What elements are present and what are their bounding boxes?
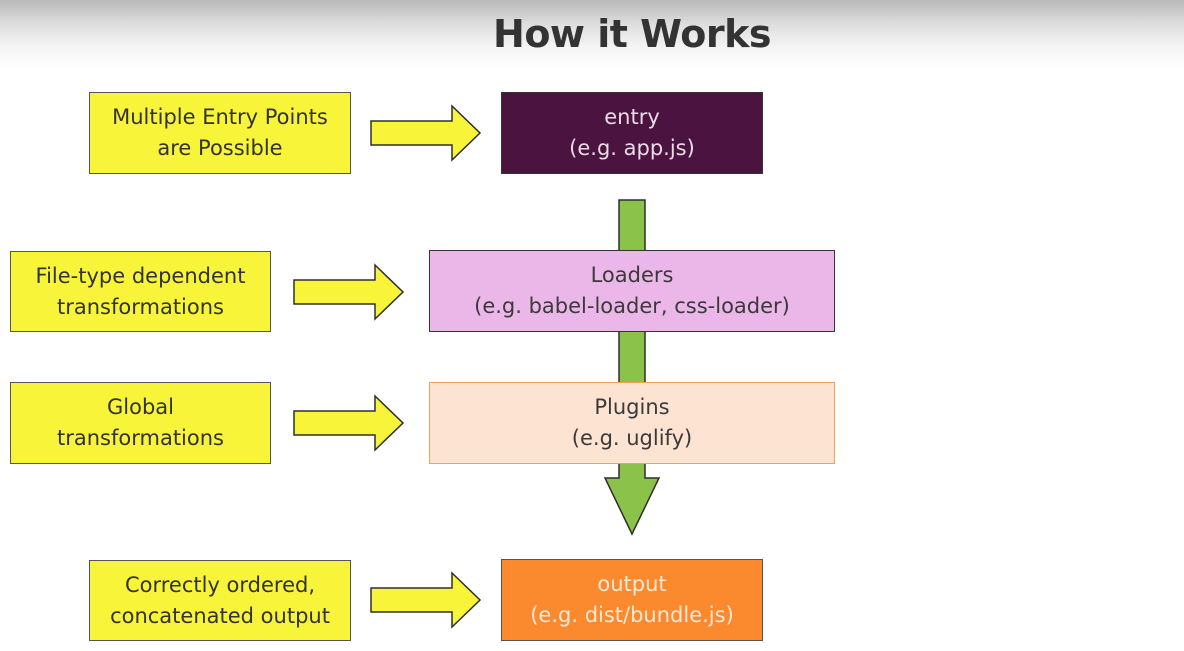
note-output: Correctly ordered, concatenated output (89, 560, 351, 641)
stage-plugins: Plugins (e.g. uglify) (429, 382, 835, 464)
arrow-right-icon (293, 263, 405, 321)
note-entry-points-line1: Multiple Entry Points (112, 105, 328, 129)
arrow-right-icon (293, 394, 405, 452)
arrow-right-icon (370, 104, 482, 162)
stage-entry-name: entry (604, 105, 660, 129)
stage-loaders-name: Loaders (590, 263, 674, 287)
stage-output: output (e.g. dist/bundle.js) (501, 559, 763, 641)
stage-entry-example: (e.g. app.js) (569, 136, 695, 160)
stage-plugins-example: (e.g. uglify) (571, 426, 693, 450)
note-entry-points-line2: are Possible (157, 136, 283, 160)
stage-loaders: Loaders (e.g. babel-loader, css-loader) (429, 250, 835, 332)
stage-output-name: output (597, 572, 667, 596)
note-output-line1: Correctly ordered, (124, 572, 316, 597)
note-loaders: File-type dependent transformations (10, 251, 271, 332)
note-plugins-line2: transformations (57, 426, 224, 450)
stage-output-example: (e.g. dist/bundle.js) (530, 603, 734, 627)
note-loaders-line2: transformations (57, 294, 224, 319)
header-gradient (0, 0, 1184, 70)
note-loaders-line1: File-type dependent (35, 263, 246, 288)
note-plugins: Global transformations (10, 382, 271, 464)
note-plugins-line1: Global (107, 395, 174, 419)
page-title: How it Works (493, 12, 771, 56)
note-entry-points: Multiple Entry Points are Possible (89, 92, 351, 174)
stage-plugins-name: Plugins (594, 395, 670, 419)
flow-arrow-icon (603, 199, 661, 536)
arrow-right-icon (370, 571, 482, 629)
note-output-line2: concatenated output (110, 603, 330, 628)
stage-entry: entry (e.g. app.js) (501, 92, 763, 174)
stage-loaders-example: (e.g. babel-loader, css-loader) (474, 294, 790, 318)
